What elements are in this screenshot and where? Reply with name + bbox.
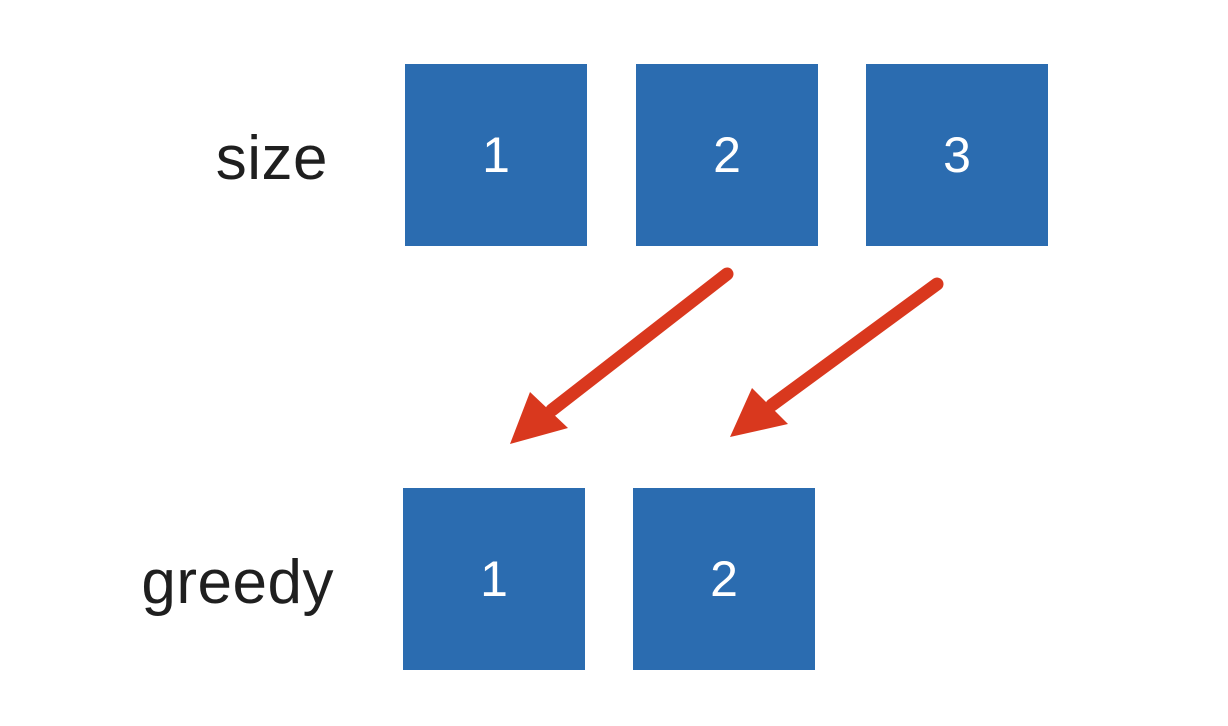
greedy-row-label: greedy (141, 548, 334, 617)
greedy-box-2: 2 (633, 488, 815, 670)
arrow-head-icon (510, 392, 568, 444)
size-box-3: 3 (866, 64, 1048, 246)
arrow-2-to-1 (510, 267, 734, 444)
greedy-box-1: 1 (403, 488, 585, 670)
size-box-2: 2 (636, 64, 818, 246)
arrow-head-icon (730, 388, 788, 437)
arrow-shaft (545, 267, 734, 417)
size-row-label: size (215, 124, 328, 193)
arrow-shaft (765, 277, 944, 412)
arrow-3-to-2 (730, 277, 944, 437)
size-box-1: 1 (405, 64, 587, 246)
